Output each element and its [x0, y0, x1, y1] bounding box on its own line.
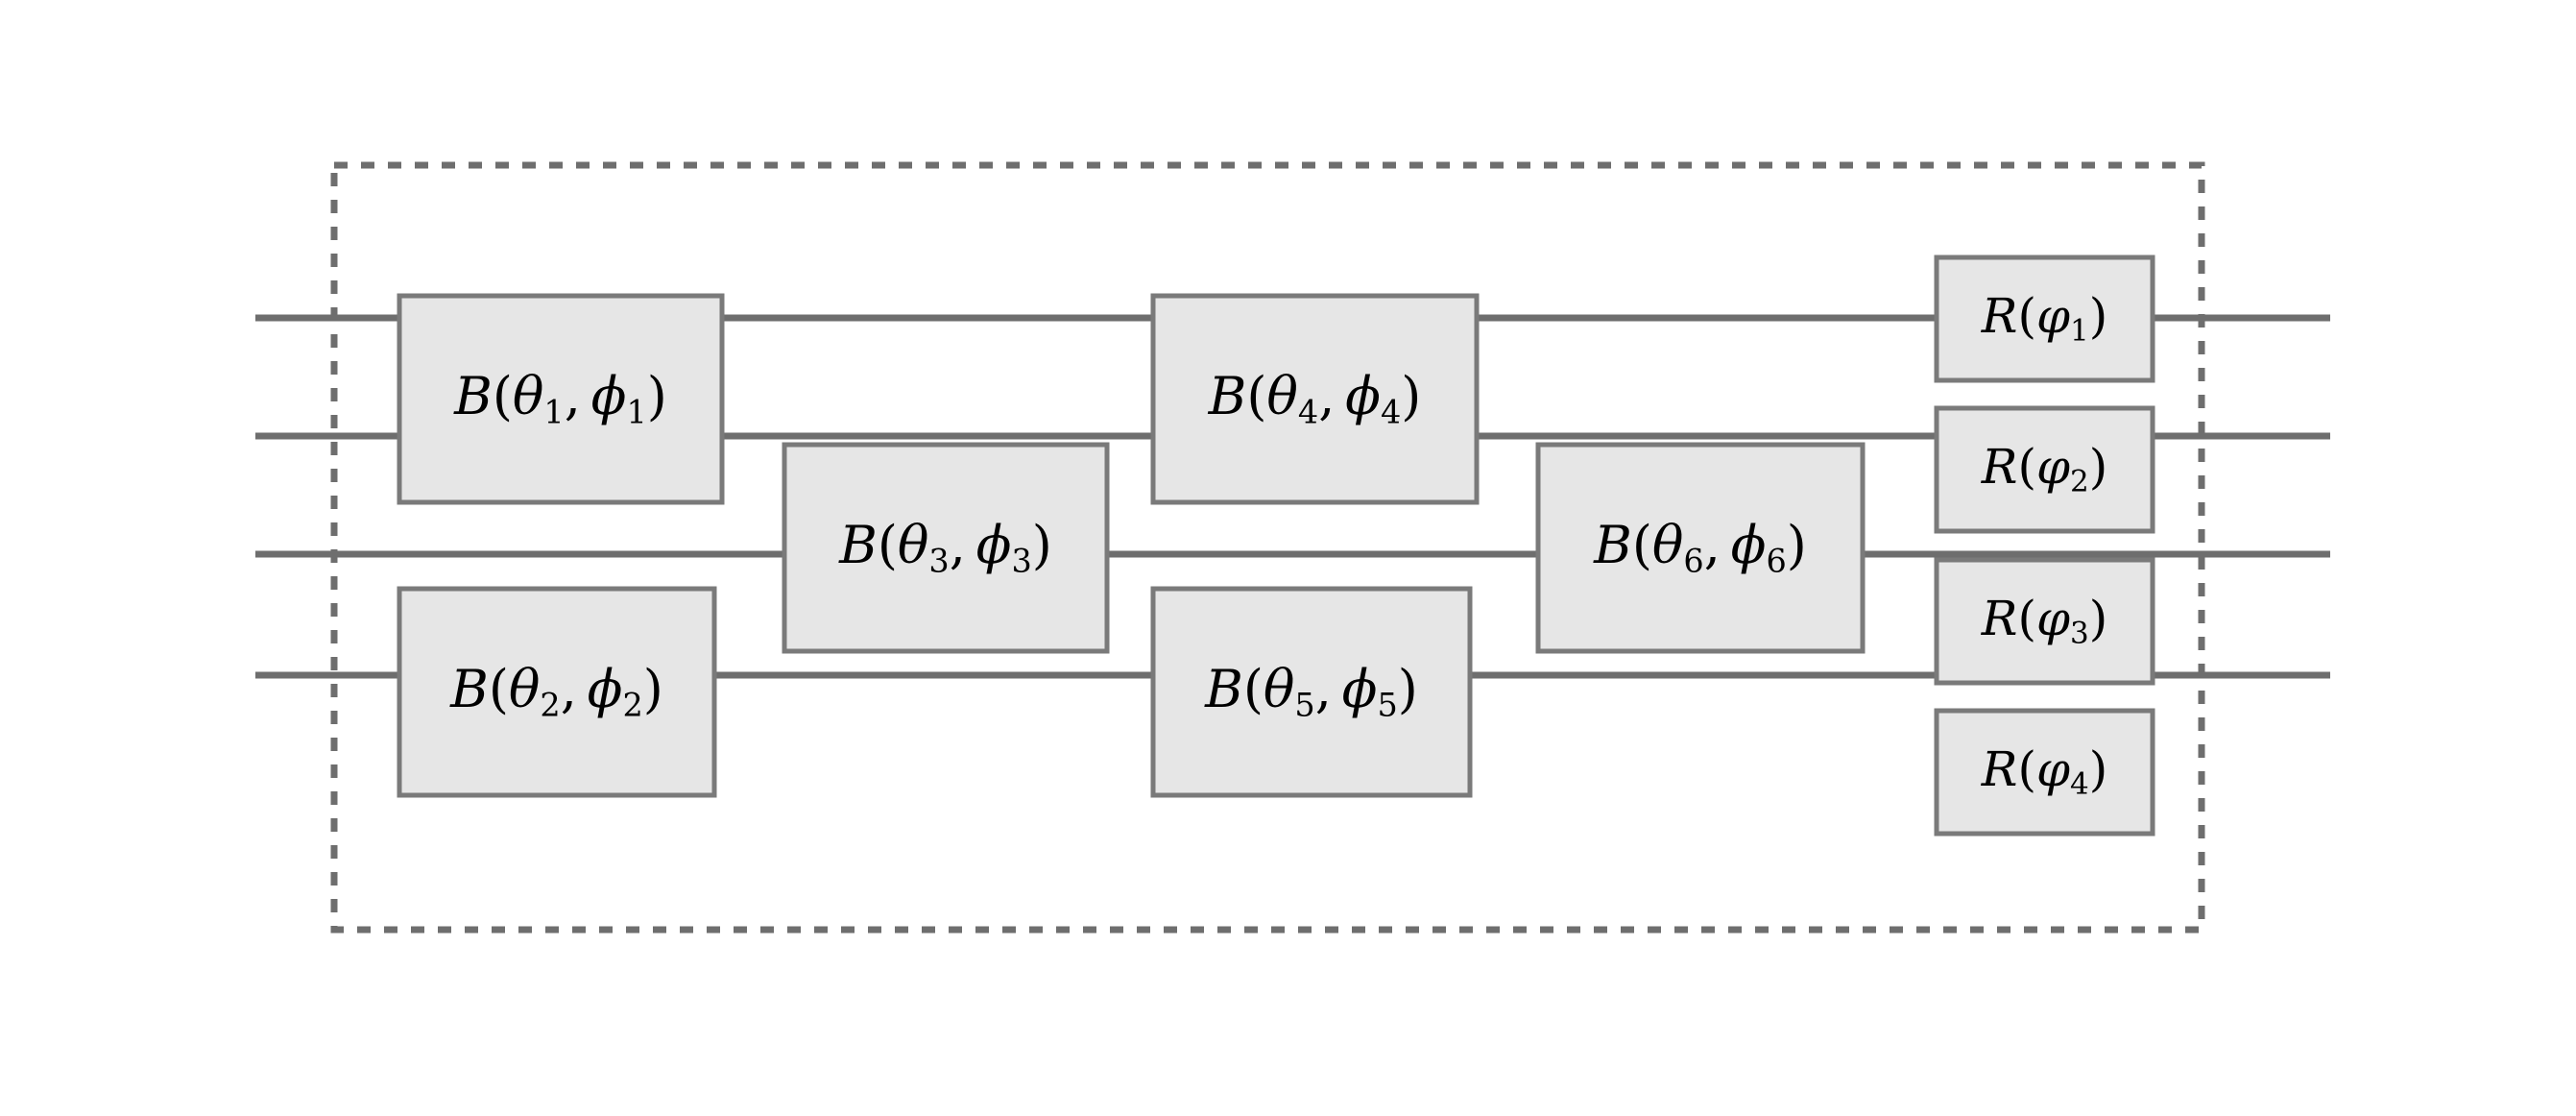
dashed-region-border — [330, 161, 2205, 934]
gate-box-b5[interactable] — [1150, 586, 1473, 798]
gate-box-r1[interactable] — [1934, 255, 2155, 383]
gate-box-b2[interactable] — [397, 586, 717, 798]
gate-box-b4[interactable] — [1150, 293, 1480, 505]
gate-box-r2[interactable] — [1934, 405, 2155, 534]
dashed-region-group — [330, 161, 2205, 934]
gate-box-r4[interactable] — [1934, 708, 2155, 837]
gate-box-b1[interactable] — [397, 293, 725, 505]
gate-box-r3[interactable] — [1934, 557, 2155, 686]
gate-box-b3[interactable] — [782, 442, 1110, 654]
gates-group — [397, 255, 2155, 837]
gate-box-b6[interactable] — [1535, 442, 1866, 654]
